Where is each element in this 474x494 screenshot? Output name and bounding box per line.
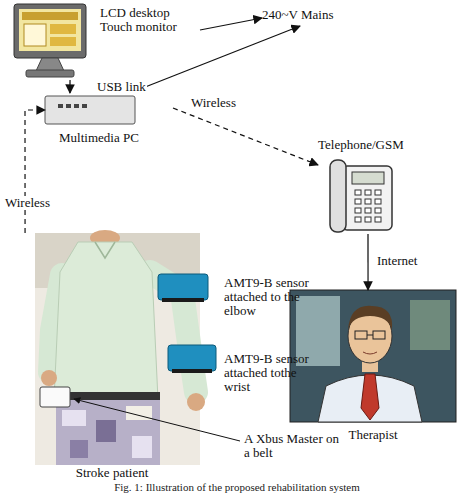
trouser-pattern bbox=[132, 436, 152, 458]
node-label: A Xbus Master on a belt bbox=[244, 432, 342, 460]
shirt-collar bbox=[95, 242, 115, 258]
elbow-sensor bbox=[158, 274, 208, 300]
node-label: Stroke patient bbox=[22, 466, 202, 480]
node-label: LCD desktop Touch monitor bbox=[100, 6, 198, 34]
phone-key bbox=[365, 208, 371, 213]
monitor-screen bbox=[19, 9, 81, 51]
phone-key bbox=[365, 217, 371, 222]
figure-caption: Fig. 1: Illustration of the proposed reh… bbox=[0, 481, 474, 493]
node-label: 240~V Mains bbox=[262, 8, 358, 22]
mains-supply: 240~V Mains bbox=[262, 6, 358, 26]
phone-handset bbox=[330, 160, 346, 232]
monitor-stand bbox=[36, 58, 64, 71]
pc-light bbox=[58, 104, 63, 108]
wired-link bbox=[200, 18, 262, 30]
edge-label: Wireless bbox=[190, 96, 237, 110]
phone-key bbox=[375, 199, 381, 204]
edge-label: Internet bbox=[376, 254, 418, 268]
phone-key bbox=[365, 199, 371, 204]
xbus-master: A Xbus Master on a belt bbox=[240, 428, 360, 462]
patient-hand bbox=[187, 393, 205, 411]
patient-photo: Stroke patientAMT9-B sensor attached to … bbox=[22, 233, 202, 481]
phone-key bbox=[355, 199, 361, 204]
monitor-bezel bbox=[14, 4, 86, 58]
phone-display bbox=[352, 172, 384, 184]
phone-key bbox=[375, 217, 381, 222]
pc-unit: Multimedia PC bbox=[45, 93, 173, 149]
sensor-node: AMT9-B sensor attached to the elbow bbox=[152, 268, 324, 328]
glasses-lens bbox=[355, 331, 367, 339]
therapist-hair bbox=[348, 306, 392, 330]
pc-case bbox=[45, 96, 135, 124]
wrist-sensor bbox=[168, 345, 216, 371]
edge-label: Wireless bbox=[4, 196, 51, 210]
pc-light bbox=[82, 104, 87, 108]
screen-banner bbox=[22, 12, 78, 20]
trouser-pattern bbox=[70, 440, 88, 458]
leader-line bbox=[74, 399, 240, 441]
phone-key bbox=[375, 190, 381, 195]
node-label: Therapist bbox=[290, 428, 456, 442]
node-label: Multimedia PC bbox=[59, 131, 171, 145]
wired-link bbox=[69, 80, 70, 93]
sensor-node: AMT9-B sensor attached tothe wrist bbox=[162, 338, 324, 400]
node-label: AMT9-B sensor attached tothe wrist bbox=[224, 352, 324, 394]
patient-shirt bbox=[54, 242, 158, 400]
sensor-strap bbox=[172, 369, 212, 373]
patient-hand bbox=[41, 370, 57, 386]
node-label: AMT9-B sensor attached to the elbow bbox=[224, 276, 324, 318]
monitor-base bbox=[26, 70, 74, 77]
therapist-screen: Therapist bbox=[290, 290, 456, 446]
trouser-pattern bbox=[62, 410, 86, 426]
monitor-device: LCD desktop Touch monitor bbox=[8, 2, 200, 80]
therapist-screen bbox=[290, 290, 456, 422]
phone-key bbox=[355, 217, 361, 222]
wired-link bbox=[130, 26, 300, 93]
sensor-strap bbox=[162, 298, 204, 302]
phone-key bbox=[375, 208, 381, 213]
therapist-mouth bbox=[363, 352, 377, 354]
phone-key bbox=[355, 190, 361, 195]
wired-link bbox=[367, 234, 368, 290]
node-label: Telephone/GSM bbox=[318, 138, 418, 152]
glasses-lens bbox=[373, 331, 385, 339]
telephone-device: Telephone/GSM bbox=[318, 138, 418, 234]
screen-button bbox=[50, 37, 76, 46]
screen-panel bbox=[24, 24, 46, 46]
pc-light bbox=[66, 104, 71, 108]
wireless-link bbox=[173, 108, 318, 165]
edge-label: USB link bbox=[96, 80, 147, 94]
glasses-bridge bbox=[367, 335, 373, 336]
phone-key bbox=[355, 208, 361, 213]
wireless-link bbox=[25, 110, 45, 233]
screen-button bbox=[50, 24, 76, 34]
trouser-pattern bbox=[96, 420, 116, 442]
background-shelf bbox=[410, 300, 450, 350]
therapist-shirt bbox=[318, 375, 422, 422]
pc-light bbox=[74, 104, 79, 108]
phone-key bbox=[365, 190, 371, 195]
xbus-device bbox=[40, 387, 70, 407]
therapist-tie bbox=[361, 374, 379, 420]
phone-body bbox=[342, 166, 392, 230]
